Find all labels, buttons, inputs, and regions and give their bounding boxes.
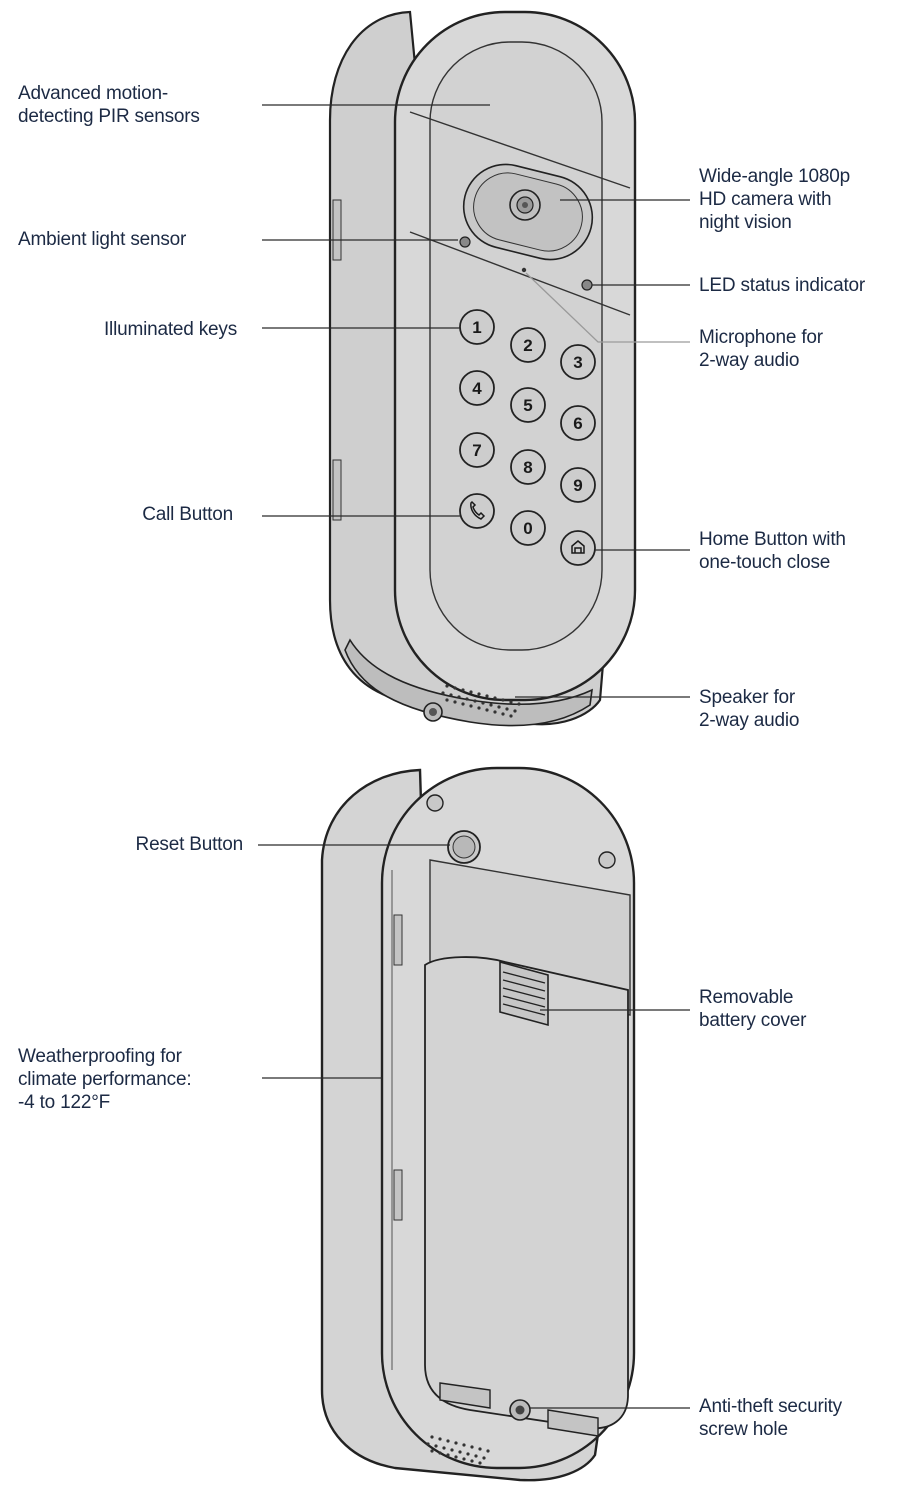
- led-status-indicator: [582, 280, 592, 290]
- call-key[interactable]: [460, 494, 494, 528]
- label-line: Reset Button: [136, 833, 243, 856]
- label-line: Removable: [699, 986, 806, 1009]
- camera-lens-center: [522, 202, 528, 208]
- back-view: [322, 768, 634, 1480]
- label-ambient-light-sensor: Ambient light sensor: [18, 228, 186, 251]
- label-line: Microphone for: [699, 326, 823, 349]
- svg-text:9: 9: [573, 476, 582, 495]
- key-5[interactable]: 5: [511, 388, 545, 422]
- label-line: Call Button: [142, 503, 233, 526]
- label-camera: Wide-angle 1080p HD camera with night vi…: [699, 165, 850, 234]
- label-line: HD camera with: [699, 188, 850, 211]
- label-line: Advanced motion-: [18, 82, 200, 105]
- label-line: detecting PIR sensors: [18, 105, 200, 128]
- front-side-slot-lower: [333, 460, 341, 520]
- front-view: 1 2 3 4 5 6 7 8 9 0: [330, 12, 635, 726]
- label-line: battery cover: [699, 1009, 806, 1032]
- svg-text:0: 0: [523, 519, 532, 538]
- front-bottom-screw-inner: [429, 708, 437, 716]
- key-4[interactable]: 4: [460, 371, 494, 405]
- label-line: 2-way audio: [699, 709, 799, 732]
- key-9[interactable]: 9: [561, 468, 595, 502]
- label-battery-cover: Removable battery cover: [699, 986, 806, 1032]
- label-line: LED status indicator: [699, 274, 865, 297]
- key-3[interactable]: 3: [561, 345, 595, 379]
- svg-text:2: 2: [523, 336, 532, 355]
- label-line: Anti-theft security: [699, 1395, 842, 1418]
- key-2[interactable]: 2: [511, 328, 545, 362]
- label-microphone: Microphone for 2-way audio: [699, 326, 823, 372]
- label-led-status: LED status indicator: [699, 274, 865, 297]
- key-0[interactable]: 0: [511, 511, 545, 545]
- svg-text:6: 6: [573, 414, 582, 433]
- back-mount-hole-left: [427, 795, 443, 811]
- label-line: Wide-angle 1080p: [699, 165, 850, 188]
- battery-cover[interactable]: [425, 957, 628, 1428]
- back-side-slot-upper: [394, 915, 402, 965]
- label-reset-button: Reset Button: [136, 833, 243, 856]
- label-line: -4 to 122°F: [18, 1091, 191, 1114]
- label-illuminated-keys: Illuminated keys: [104, 318, 237, 341]
- label-line: night vision: [699, 211, 850, 234]
- label-speaker: Speaker for 2-way audio: [699, 686, 799, 732]
- label-call-button: Call Button: [142, 503, 233, 526]
- label-line: 2-way audio: [699, 349, 823, 372]
- label-line: Illuminated keys: [104, 318, 237, 341]
- anti-theft-screw-inner: [516, 1406, 525, 1415]
- label-home-button: Home Button with one-touch close: [699, 528, 846, 574]
- label-weatherproofing: Weatherproofing for climate performance:…: [18, 1045, 191, 1114]
- svg-text:5: 5: [523, 396, 532, 415]
- label-line: Ambient light sensor: [18, 228, 186, 251]
- label-line: screw hole: [699, 1418, 842, 1441]
- label-line: Weatherproofing for: [18, 1045, 191, 1068]
- svg-text:7: 7: [472, 441, 481, 460]
- reset-button-inner: [453, 836, 475, 858]
- label-line: climate performance:: [18, 1068, 191, 1091]
- svg-text:3: 3: [573, 353, 582, 372]
- key-7[interactable]: 7: [460, 433, 494, 467]
- ambient-light-sensor: [460, 237, 470, 247]
- key-6[interactable]: 6: [561, 406, 595, 440]
- key-1[interactable]: 1: [460, 310, 494, 344]
- back-side-slot-lower: [394, 1170, 402, 1220]
- svg-text:1: 1: [472, 318, 481, 337]
- svg-text:4: 4: [472, 379, 482, 398]
- front-side-slot-upper: [333, 200, 341, 260]
- back-mount-hole-right: [599, 852, 615, 868]
- label-anti-theft-screw: Anti-theft security screw hole: [699, 1395, 842, 1441]
- svg-text:8: 8: [523, 458, 532, 477]
- label-line: one-touch close: [699, 551, 846, 574]
- key-8[interactable]: 8: [511, 450, 545, 484]
- label-line: Home Button with: [699, 528, 846, 551]
- microphone-hole: [522, 268, 526, 272]
- label-pir-sensors: Advanced motion- detecting PIR sensors: [18, 82, 200, 128]
- label-line: Speaker for: [699, 686, 799, 709]
- home-key[interactable]: [561, 531, 595, 565]
